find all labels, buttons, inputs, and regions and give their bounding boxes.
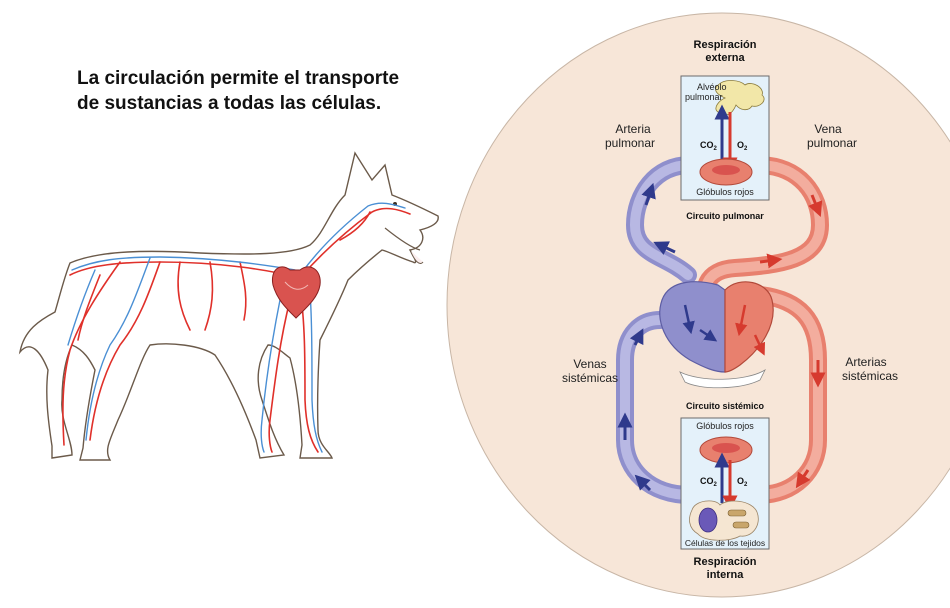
title-line-1: La circulación permite el transporte [77,68,400,89]
page-title: La circulación permite el transporte de … [77,66,437,116]
heart-icon [271,266,321,319]
internal-respiration-label-2: interna [707,569,745,581]
alveolus-label-1: Alvéolo [697,82,727,92]
pulmonary-circuit-label: Circuito pulmonar [686,211,764,221]
o2-label-bottom: O2 [737,476,748,488]
systemic-veins-label-1: Venas [573,357,606,371]
external-respiration-panel: Alvéolo pulmonar CO2 O2 Glóbulos rojos [680,75,770,201]
external-respiration-label-2: externa [705,52,745,64]
tissue-cells-label: Células de los tejidos [685,538,765,548]
external-respiration-label-1: Respiración [694,39,757,51]
pulmonary-vein-label-2: pulmonar [807,136,857,150]
o2-label-top: O2 [737,140,748,152]
alveolus-label-2: pulmonar [685,92,723,102]
dog-arteries [62,207,411,453]
pulmonary-vein-label-1: Vena [814,122,842,136]
heart-left-side [724,281,774,373]
systemic-arteries-label-2: sistémicas [842,369,898,383]
pulmonary-artery-label-2: pulmonar [605,136,655,150]
systemic-circuit-label: Circuito sistémico [686,401,765,411]
internal-respiration-panel: Glóbulos rojos CO2 O2 Células de los tej… [680,417,770,550]
arterial-vessels [696,156,830,504]
dog-veins [67,202,406,453]
co2-label-top: CO2 [700,140,718,152]
venous-vessels [616,156,699,504]
pulmonary-artery-label-1: Arteria [615,122,651,136]
heart-icon [659,281,774,389]
title-line-2: de sustancias a todas las células. [77,93,382,114]
co2-label-bottom: CO2 [700,476,718,488]
systemic-arteries-label-1: Arterias [845,355,886,369]
bottom-cells-label: Glóbulos rojos [696,421,754,431]
internal-respiration-label-1: Respiración [694,556,757,568]
systemic-veins-label-2: sistémicas [562,371,618,385]
top-cells-label: Glóbulos rojos [696,187,754,197]
flow-arrows [617,182,826,492]
